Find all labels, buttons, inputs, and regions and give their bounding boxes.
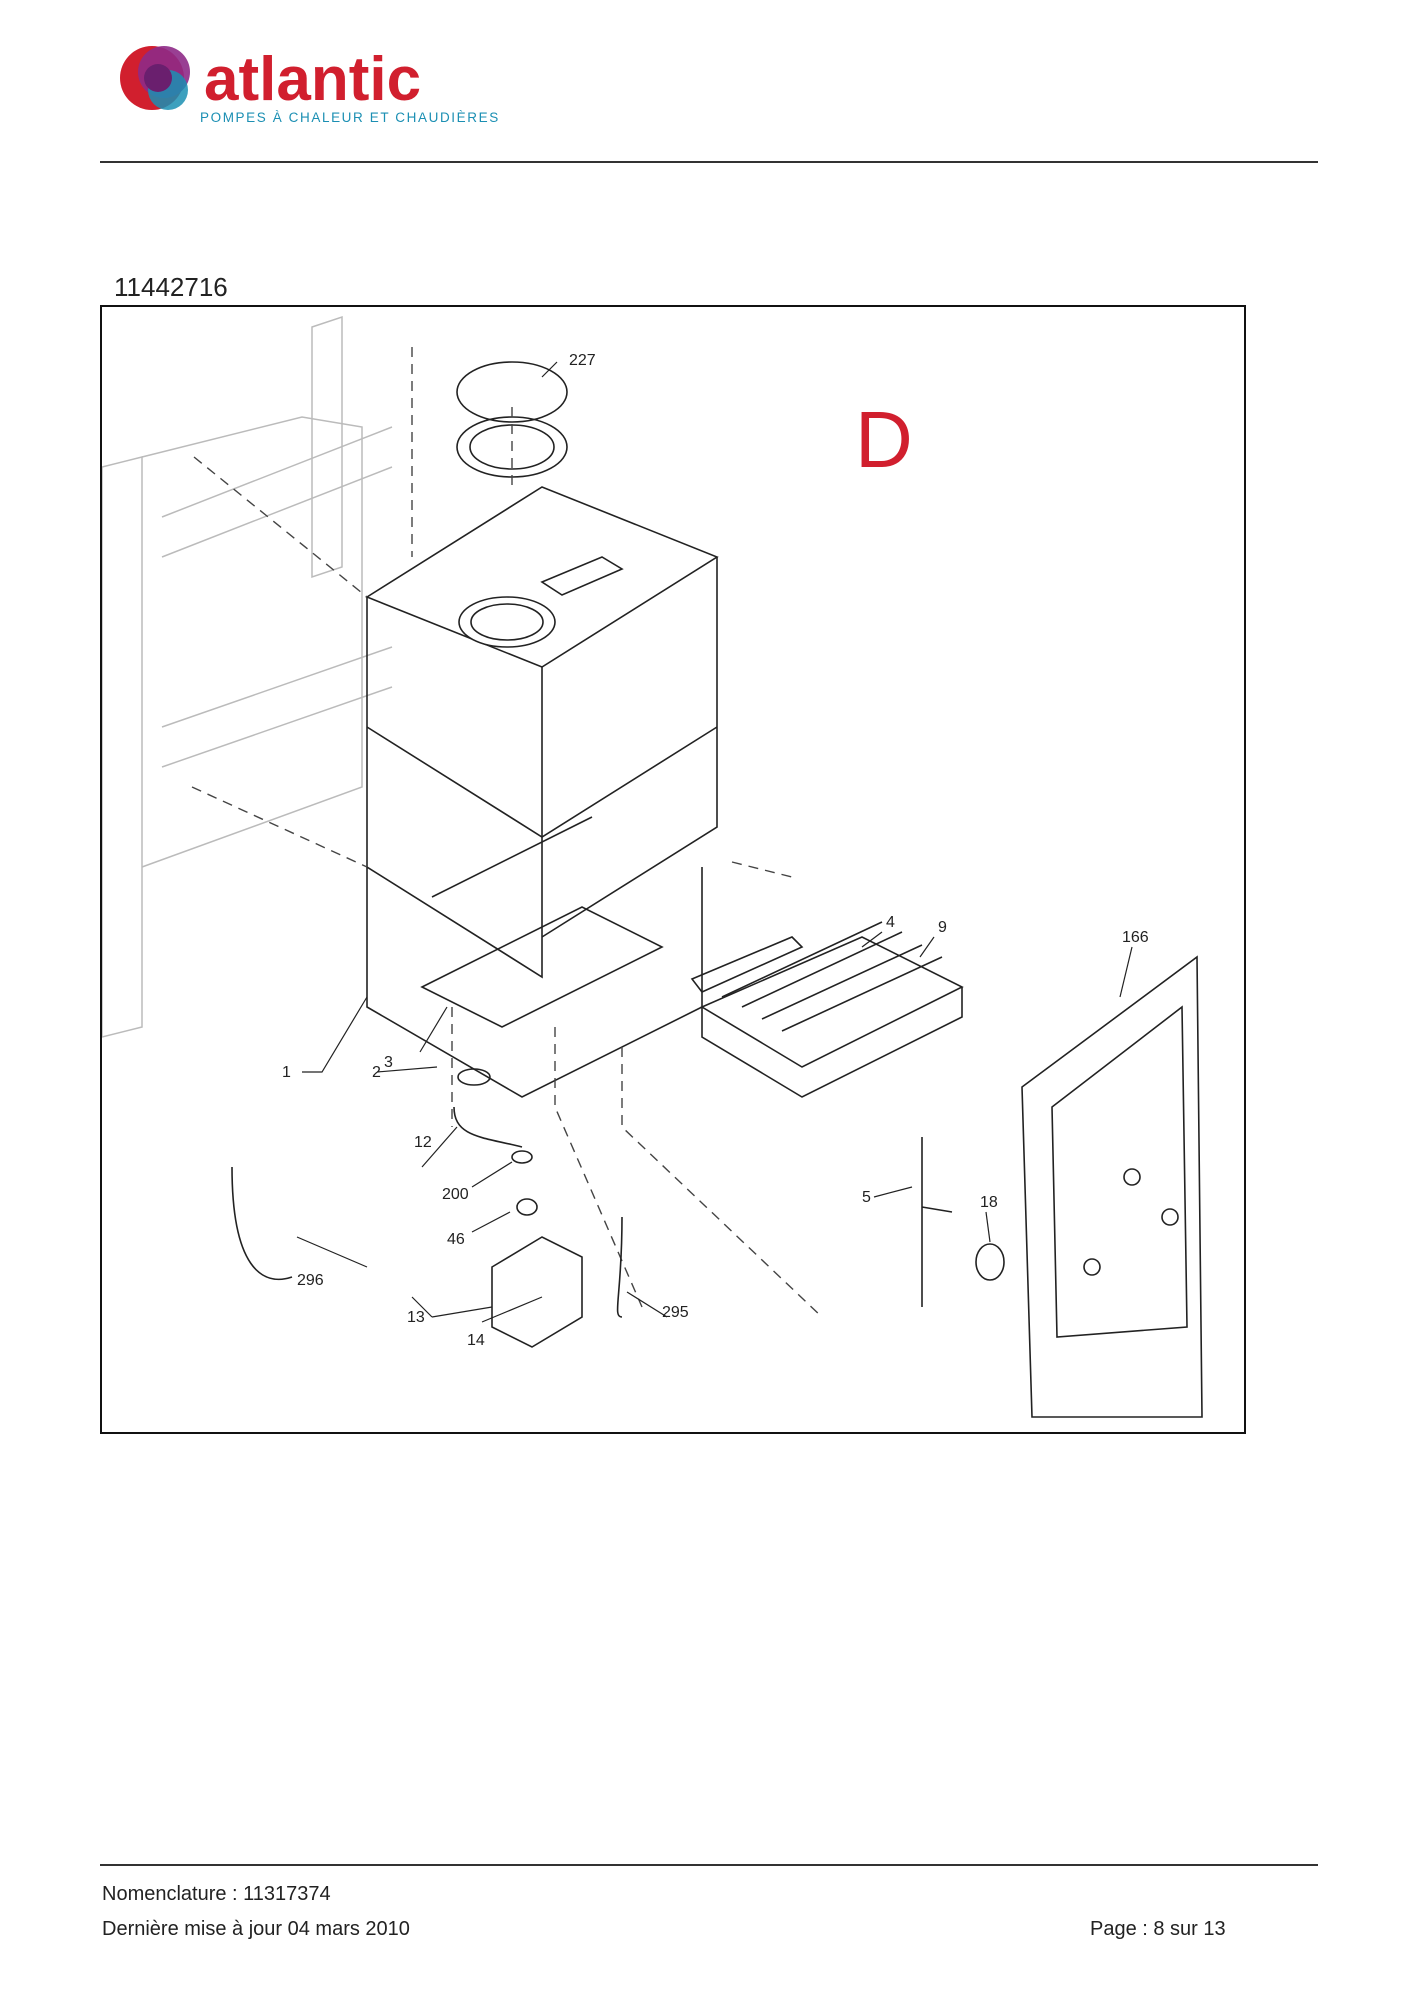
- label-296: 296: [297, 1272, 324, 1289]
- label-14: 14: [467, 1332, 485, 1349]
- footer-nomenclature: Nomenclature : 11317374: [102, 1883, 331, 1905]
- brand-wordmark: atlantic: [204, 45, 421, 114]
- label-12: 12: [414, 1134, 432, 1151]
- label-18: 18: [980, 1194, 998, 1211]
- label-9: 9: [938, 919, 947, 936]
- label-5: 5: [862, 1189, 871, 1206]
- exploded-view-frame: 227 4 9 166 3 1 2 12 200 46 296 13 14 29…: [100, 305, 1246, 1434]
- footer-last-update: Dernière mise à jour 04 mars 2010: [102, 1918, 410, 1940]
- footer-page-number: Page : 8 sur 13: [1090, 1918, 1226, 1940]
- header-divider: [100, 161, 1318, 163]
- label-3: 3: [384, 1054, 393, 1071]
- section-letter: D: [855, 395, 913, 484]
- label-13: 13: [407, 1309, 425, 1326]
- exploded-view-diagram: 227 4 9 166 3 1 2 12 200 46 296 13 14 29…: [102, 315, 1203, 1418]
- label-1: 1: [282, 1064, 291, 1081]
- label-166: 166: [1122, 929, 1149, 946]
- footer-divider: [100, 1864, 1318, 1866]
- label-295: 295: [662, 1304, 689, 1321]
- label-227: 227: [569, 352, 596, 369]
- atlantic-logo-mark: atlantic: [120, 45, 421, 114]
- label-200: 200: [442, 1186, 469, 1203]
- label-2: 2: [372, 1064, 381, 1081]
- label-4: 4: [886, 914, 895, 931]
- brand-tagline: POMPES À CHALEUR ET CHAUDIÈRES: [200, 110, 500, 125]
- label-46: 46: [447, 1231, 465, 1248]
- document-reference: 11442716: [114, 272, 228, 302]
- atlantic-logo: atlantic: [112, 38, 492, 130]
